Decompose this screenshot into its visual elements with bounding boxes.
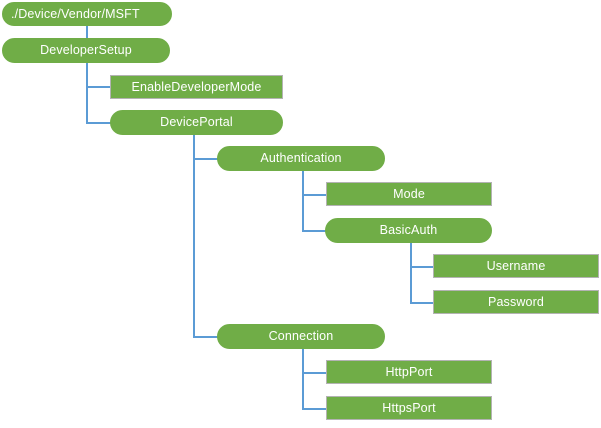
connector-basicauth-trunk bbox=[410, 243, 412, 303]
connector-devsetup-to-deviceportal bbox=[86, 122, 111, 124]
connector-auth-trunk bbox=[302, 171, 304, 231]
connector-deviceportal-to-conn bbox=[193, 336, 218, 338]
connector-conn-trunk bbox=[302, 349, 304, 409]
node-deviceportal[interactable]: DevicePortal bbox=[110, 110, 283, 135]
node-mode[interactable]: Mode bbox=[326, 182, 492, 206]
node-password[interactable]: Password bbox=[433, 290, 599, 314]
connector-auth-to-mode bbox=[302, 194, 327, 196]
connector-deviceportal-to-auth bbox=[193, 158, 218, 160]
connector-conn-to-httpport bbox=[302, 372, 327, 374]
connector-conn-to-httpsport bbox=[302, 408, 327, 410]
connector-devsetup-to-enabledev bbox=[86, 86, 111, 88]
node-root[interactable]: ./Device/Vendor/MSFT bbox=[2, 2, 172, 26]
node-basicauth[interactable]: BasicAuth bbox=[325, 218, 492, 243]
connector-auth-to-basicauth bbox=[302, 230, 326, 232]
node-enabledevmode[interactable]: EnableDeveloperMode bbox=[110, 75, 283, 99]
node-authentication[interactable]: Authentication bbox=[217, 146, 385, 171]
node-username[interactable]: Username bbox=[433, 254, 599, 278]
node-httpport[interactable]: HttpPort bbox=[326, 360, 492, 384]
connector-deviceportal-trunk bbox=[193, 135, 195, 337]
connector-root-to-devsetup bbox=[86, 26, 88, 38]
connector-devsetup-trunk bbox=[86, 63, 88, 123]
connector-basicauth-to-password bbox=[410, 302, 434, 304]
node-connection[interactable]: Connection bbox=[217, 324, 385, 349]
node-devsetup[interactable]: DeveloperSetup bbox=[2, 38, 170, 63]
connector-basicauth-to-username bbox=[410, 266, 434, 268]
node-httpsport[interactable]: HttpsPort bbox=[326, 396, 492, 420]
